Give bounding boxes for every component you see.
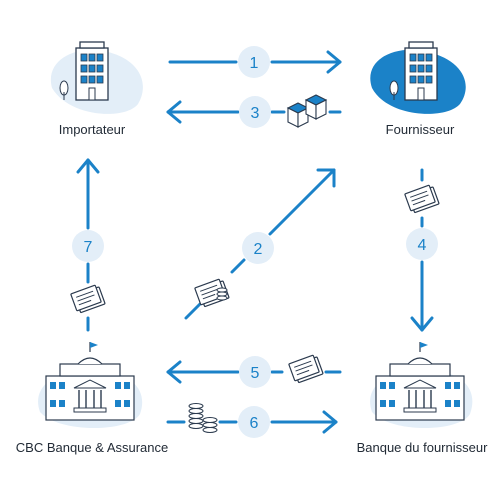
importateur-node <box>50 41 143 114</box>
boxes-icon <box>286 94 328 128</box>
step-7-badge <box>72 230 104 262</box>
fournisseur-label: Fournisseur <box>385 122 455 137</box>
step-1-arrow <box>168 50 342 74</box>
office-building-icon <box>75 41 109 101</box>
step-1-number: 1 <box>250 55 259 72</box>
step-2-badge <box>242 232 274 264</box>
step-1-badge <box>238 46 270 78</box>
supplier-bank-label: Banque du fournisseur <box>356 440 488 455</box>
documents-icon <box>404 184 440 214</box>
tree-icon <box>59 80 69 100</box>
step-2-number: 2 <box>254 241 263 258</box>
documents-coins-icon <box>194 278 230 308</box>
step-6-badge <box>238 406 270 438</box>
step-6-number: 6 <box>250 415 259 432</box>
step-4-badge <box>406 228 438 260</box>
fournisseur-node <box>370 41 466 114</box>
step-4-number: 4 <box>418 237 427 254</box>
step-7-number: 7 <box>84 239 93 256</box>
documents-icon <box>70 284 106 314</box>
step-2-arrow <box>184 168 336 320</box>
step-5-number: 5 <box>251 365 260 382</box>
coins-icon <box>188 403 218 433</box>
step-3-number: 3 <box>251 105 260 122</box>
tree-icon <box>389 80 399 100</box>
step-5-badge <box>239 356 271 388</box>
cbc-label: CBC Banque & Assurance <box>15 440 169 455</box>
step-5-arrow <box>166 360 342 384</box>
step-6-arrow <box>166 410 338 434</box>
cbc-bank-node <box>38 341 143 428</box>
office-building-icon <box>404 41 438 101</box>
documents-icon <box>288 354 324 384</box>
bank-building-icon <box>375 341 465 421</box>
importateur-label: Importateur <box>58 122 126 137</box>
supplier-bank-node <box>370 341 473 428</box>
step-3-arrow <box>166 100 342 124</box>
bank-building-icon <box>45 341 135 421</box>
step-7-arrow <box>76 158 100 332</box>
step-4-arrow <box>410 168 434 332</box>
step-3-badge <box>239 96 271 128</box>
